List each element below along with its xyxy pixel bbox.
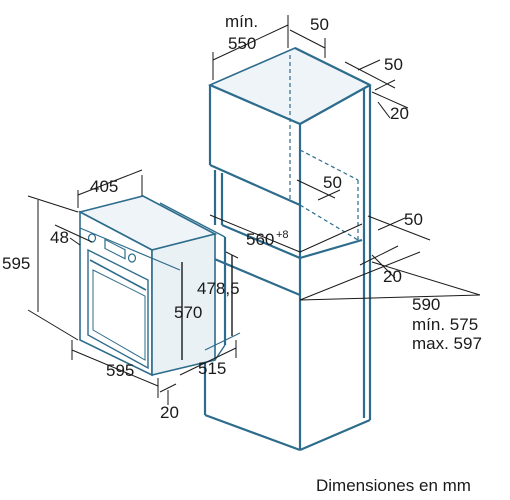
label-48: 48 [50,228,69,247]
label-20-top: 20 [390,104,409,123]
label-550: 550 [228,34,256,53]
label-595-width: 595 [106,361,134,380]
display-panel [104,238,126,260]
control-knob-right [127,253,137,263]
label-590: 590 [412,295,440,314]
label-50-mid: 50 [323,173,342,192]
label-560: 560 [246,230,274,249]
label-min-575: mín. 575 [412,315,478,334]
caption: Dimensiones en mm [316,476,471,495]
label-20-low: 20 [383,267,402,286]
label-min-550: mín. [225,12,258,31]
cabinet [203,47,372,452]
oven [77,195,241,377]
label-20-bottom: 20 [160,403,179,422]
label-595-height: 595 [2,254,30,273]
dimension-lines [27,15,481,405]
label-478-5: 478,5 [197,279,240,298]
dimension-labels: mín. 550 50 50 20 50 560 +8 50 20 590 mí… [2,12,482,495]
label-560-tolerance: +8 [276,229,289,241]
label-50-right: 50 [384,55,403,74]
label-50-low: 50 [404,210,423,229]
label-50-top: 50 [310,15,329,34]
label-405: 405 [90,177,118,196]
label-515: 515 [198,359,226,378]
label-max-597: max. 597 [412,334,482,353]
label-570: 570 [174,303,202,322]
